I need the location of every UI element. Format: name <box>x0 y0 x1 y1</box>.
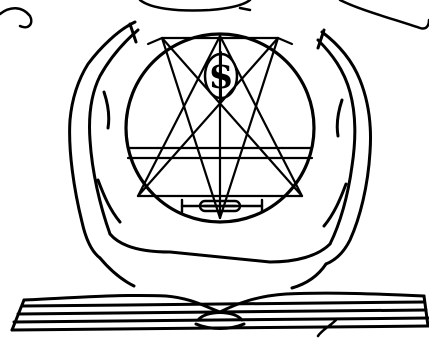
lower-bar <box>182 200 262 212</box>
top-decoration <box>0 0 429 29</box>
hands-base <box>100 252 326 288</box>
left-hand-icon <box>70 22 170 258</box>
open-book-icon <box>12 293 428 330</box>
dollar-sign-icon: S <box>205 52 237 100</box>
